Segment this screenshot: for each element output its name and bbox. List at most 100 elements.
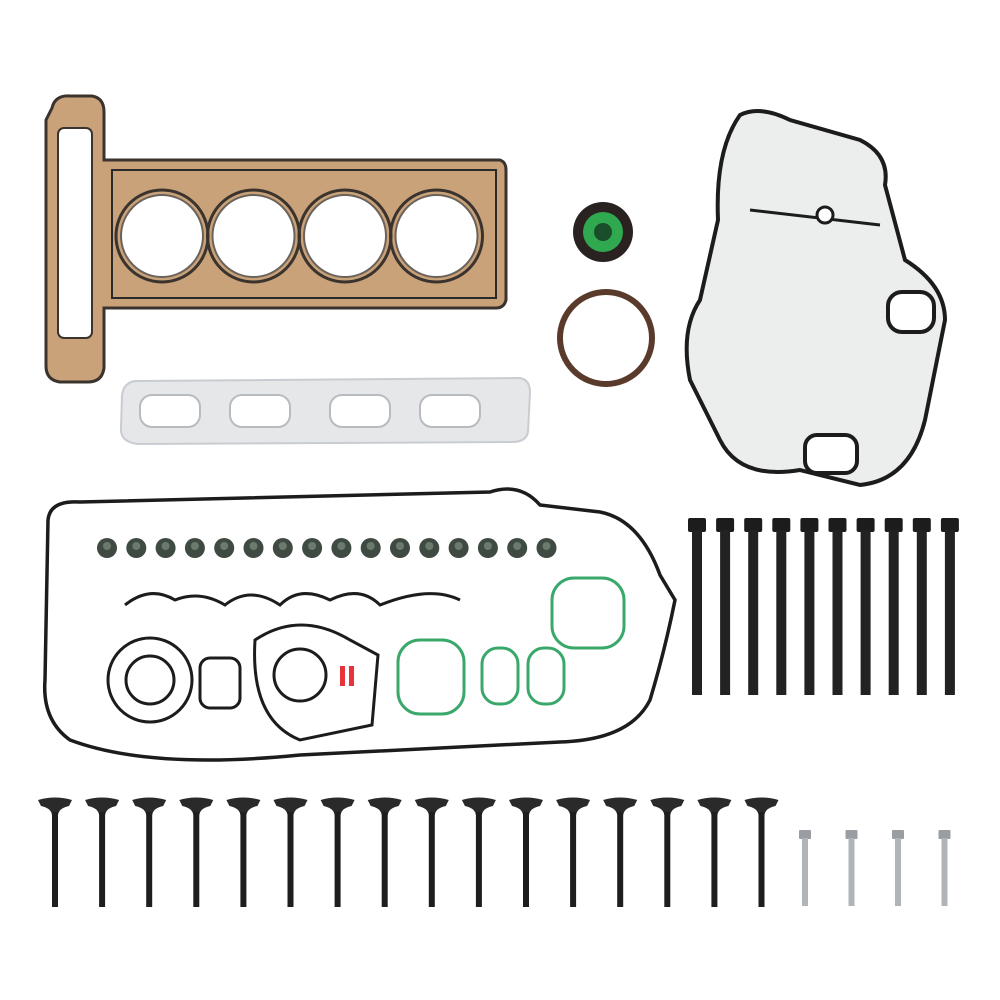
valve bbox=[273, 797, 308, 907]
valve-stem-seal-center bbox=[542, 542, 551, 550]
valve-head bbox=[556, 797, 591, 815]
valve-head bbox=[226, 797, 261, 815]
head-bolt bbox=[800, 518, 819, 695]
valve-stem bbox=[146, 812, 153, 907]
valve-stem-seal-center bbox=[278, 542, 287, 550]
valve bbox=[85, 797, 120, 907]
valve bbox=[461, 797, 496, 907]
valve-stem bbox=[758, 812, 765, 907]
head-bolt-shank bbox=[776, 530, 787, 695]
valve-head bbox=[85, 797, 120, 815]
head-bolt-shank bbox=[832, 530, 843, 695]
head-bolt-head bbox=[884, 518, 903, 532]
head-gasket-slot bbox=[57, 127, 93, 339]
head-bolt-head bbox=[912, 518, 931, 532]
head-bolt-head bbox=[856, 518, 875, 532]
head-bolt bbox=[716, 518, 735, 695]
red-plug bbox=[349, 666, 354, 686]
head-bolt-shank bbox=[804, 530, 815, 695]
head-bolt-head bbox=[716, 518, 735, 532]
valve bbox=[132, 797, 167, 907]
valve-stem-seal-center bbox=[513, 542, 522, 550]
head-bolt-shank bbox=[692, 530, 702, 695]
valve-stem-seal-center bbox=[366, 542, 375, 550]
valve-stem-seal-center bbox=[396, 542, 404, 550]
small-bolt bbox=[938, 830, 951, 906]
exhaust-manifold-gasket bbox=[119, 376, 532, 446]
head-bolt bbox=[744, 518, 763, 695]
head-bolt-head bbox=[744, 518, 763, 532]
valve-head bbox=[320, 797, 355, 815]
valve-stem-seal-center bbox=[483, 542, 492, 550]
head-bolt-head bbox=[800, 518, 819, 532]
small-bolt-head bbox=[845, 830, 858, 839]
valve-stem bbox=[240, 812, 247, 907]
valve-stem-seal-center bbox=[249, 542, 258, 550]
valve bbox=[509, 797, 543, 907]
valve bbox=[603, 797, 638, 907]
valve-stem-seal-center bbox=[220, 542, 229, 550]
valve bbox=[38, 797, 72, 907]
small-bolt-shank bbox=[802, 838, 808, 906]
valve-head bbox=[367, 797, 402, 815]
valve-stem bbox=[617, 812, 624, 907]
timing-cover-gasket bbox=[684, 109, 948, 488]
cylinder-bore bbox=[120, 194, 204, 278]
valve-stem-seal-center bbox=[103, 542, 111, 550]
valve-stem bbox=[475, 812, 482, 907]
head-bolt-shank bbox=[720, 530, 731, 695]
valve bbox=[367, 797, 402, 907]
valve-stem-seal-center bbox=[454, 542, 463, 550]
head-bolt-head bbox=[828, 518, 847, 532]
valve-set bbox=[38, 797, 779, 907]
head-bolt-head bbox=[940, 518, 959, 532]
valve-stem bbox=[381, 812, 388, 907]
small-bolt-head bbox=[892, 830, 904, 839]
head-bolt bbox=[772, 518, 791, 695]
head-bolt bbox=[688, 518, 706, 695]
head-bolt bbox=[912, 518, 931, 695]
head-bolt-shank bbox=[916, 530, 927, 695]
valve bbox=[744, 797, 779, 907]
small-bolt bbox=[892, 830, 904, 906]
valve-head bbox=[509, 797, 543, 815]
valve-stem-seal-center bbox=[308, 542, 317, 550]
valve-stem-seal-center bbox=[190, 542, 199, 550]
small-bolt bbox=[799, 830, 811, 906]
head-bolt-head bbox=[688, 518, 706, 532]
cylinder-bore bbox=[211, 194, 296, 278]
head-bolt-shank bbox=[860, 530, 871, 695]
valve-head bbox=[273, 797, 308, 815]
valve-stem bbox=[193, 812, 200, 907]
valve-cover-gasket bbox=[42, 487, 677, 762]
valve-stem bbox=[711, 812, 718, 907]
valve-stem-seal-center bbox=[132, 542, 141, 550]
valve-head bbox=[461, 797, 496, 815]
cylinder-bore-ring bbox=[389, 188, 484, 284]
head-gasket-inner-outline bbox=[111, 169, 497, 299]
head-bolt-set bbox=[688, 518, 959, 695]
head-bolt-shank bbox=[748, 530, 759, 695]
small-bolt-shank bbox=[941, 838, 948, 906]
valve bbox=[556, 797, 591, 907]
valve bbox=[226, 797, 261, 907]
valve-stem bbox=[52, 812, 58, 907]
head-bolt-head bbox=[772, 518, 791, 532]
valve-head bbox=[132, 797, 167, 815]
front-crank-seal bbox=[573, 202, 633, 262]
large-o-ring bbox=[557, 289, 655, 387]
small-bolt-shank bbox=[895, 838, 901, 906]
valve-stem bbox=[99, 812, 106, 907]
valve-head bbox=[179, 797, 214, 815]
valve bbox=[320, 797, 355, 907]
valve-head bbox=[650, 797, 685, 815]
valve-head bbox=[603, 797, 638, 815]
head-bolt bbox=[940, 518, 959, 695]
head-bolt bbox=[856, 518, 875, 695]
valve-head bbox=[38, 797, 72, 815]
cylinder-head-gasket bbox=[44, 94, 508, 384]
valve-stem bbox=[334, 812, 341, 907]
valve-head bbox=[744, 797, 779, 815]
